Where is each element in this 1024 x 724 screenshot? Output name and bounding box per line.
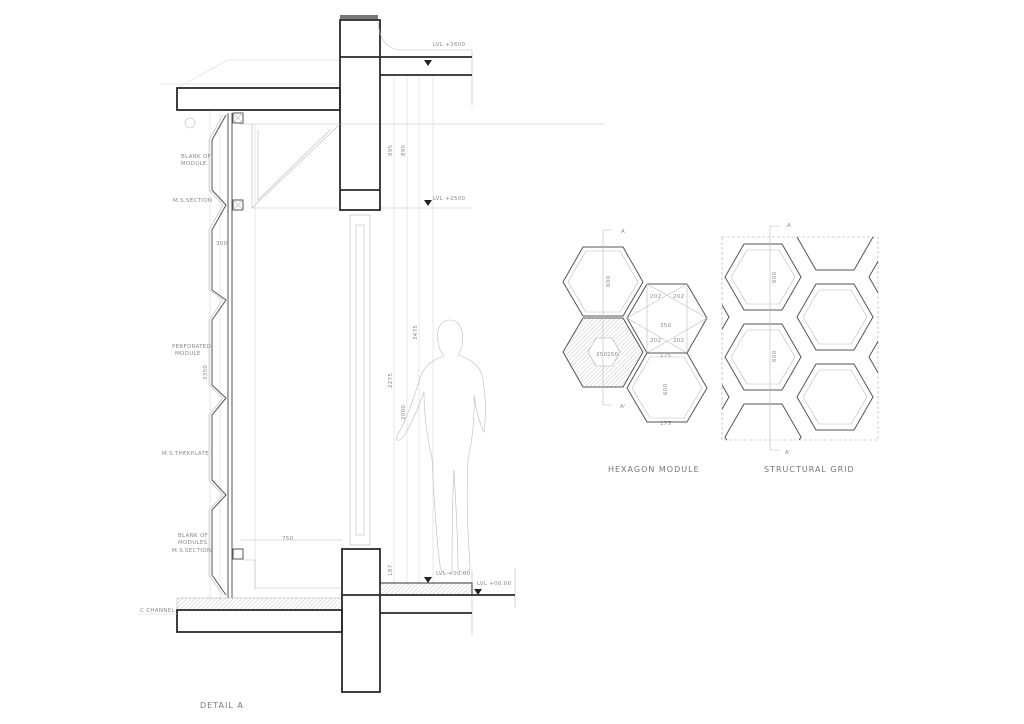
hexagon-module-title: HEXAGON MODULE [608,465,700,474]
label-chekplate: M.S.THEKPLATE [162,451,209,457]
upper-column [339,19,381,211]
level-marker-icon [424,577,432,583]
level-label: LVL +2500 [433,196,466,202]
grid-boundary [721,236,879,441]
dim: 350 [660,323,672,329]
floor-slab-left [176,609,343,633]
dim-panel-height: 3350 [203,365,209,380]
parapet-curve [377,21,472,51]
hexagon-outline [626,352,708,423]
level-marker-icon [424,60,432,66]
guide-line [176,59,229,89]
window-frame [349,214,371,546]
hex-grid [722,237,878,440]
section-mark-a: A [787,223,791,229]
dim: 600 [772,271,778,283]
section-mark-a: A [621,229,625,235]
hexagon-frame [626,283,708,354]
dim: 250 [607,352,619,358]
structural-grid: A A' 600 600 STRUCTURAL GRID [721,223,879,474]
section-line-a [769,225,780,451]
hexagon-plain [562,246,644,317]
label-ms-section-bottom: M.S.SECTION [172,548,211,554]
label-blank-module-1: BLANK OF [181,154,211,160]
dim: 600 [772,350,778,362]
structural-grid-title: STRUCTURAL GRID [764,465,855,474]
detail-title: DETAIL A [200,701,244,710]
label-perforated-1: PERFORATED [172,344,211,350]
level-marker-icon [474,589,482,595]
dim: 175 [660,421,672,427]
window-glass [355,224,365,536]
ms-section-box [232,112,244,124]
label-c-channel: C CHANNEL [140,608,175,614]
edge-line [243,559,342,589]
human-figure [396,319,486,574]
gutter [184,117,196,129]
section-detail: BLANK OF MODULE M.S.SECTION PERFORATED M… [138,15,605,710]
label-ms-section-top: M.S.SECTION [173,198,212,204]
label-blank-modules-1: BLANK OF [178,533,208,539]
dim: 175 [660,353,672,359]
section-mark-a-prime: A' [620,404,626,410]
support-bracket [251,123,341,209]
parapet-cap [340,15,378,19]
ms-section-box [232,199,244,211]
level-label: LVL +00.00 [477,581,512,587]
facade-panel [184,112,244,598]
label-blank-module-2: MODULE [181,161,207,167]
section-line-a [602,229,612,406]
dim: 600 [606,275,612,287]
dim-sill: 187 [388,564,394,576]
roof-slab [176,87,341,111]
floor-finish-right [379,582,473,596]
ms-section-box [232,548,244,560]
hexagon-module: A A' 600 350 202 202 202 202 175 175 600… [562,229,708,474]
dim: 600 [663,383,669,395]
dim: 250 [596,352,608,358]
section-mark-a-prime: A' [785,450,791,456]
lower-column [341,548,381,693]
level-label: LVL +00.00 [436,571,471,577]
dim: 202 [650,338,661,344]
level-label: LVL +3600 [433,42,466,48]
dim-window-height: 2275 [388,373,394,388]
dim-beam-b: 895 [401,144,407,156]
label-blank-modules-2: MODULES [178,540,208,546]
dim: 202 [650,294,661,300]
dim-walkway: 750 [282,536,294,542]
dim-door-height: 2000 [401,405,407,420]
dim-beam-a: 895 [388,144,394,156]
dim-total-height: 3475 [413,325,419,340]
floor-finish-left [176,597,343,611]
dimension-lines [209,75,434,600]
dim-module-offset: 300 [216,241,228,247]
level-marker-icon [424,200,432,206]
dim: 202 [673,338,684,344]
dim: 202 [673,294,684,300]
label-perforated-2: MODULE [175,351,201,357]
